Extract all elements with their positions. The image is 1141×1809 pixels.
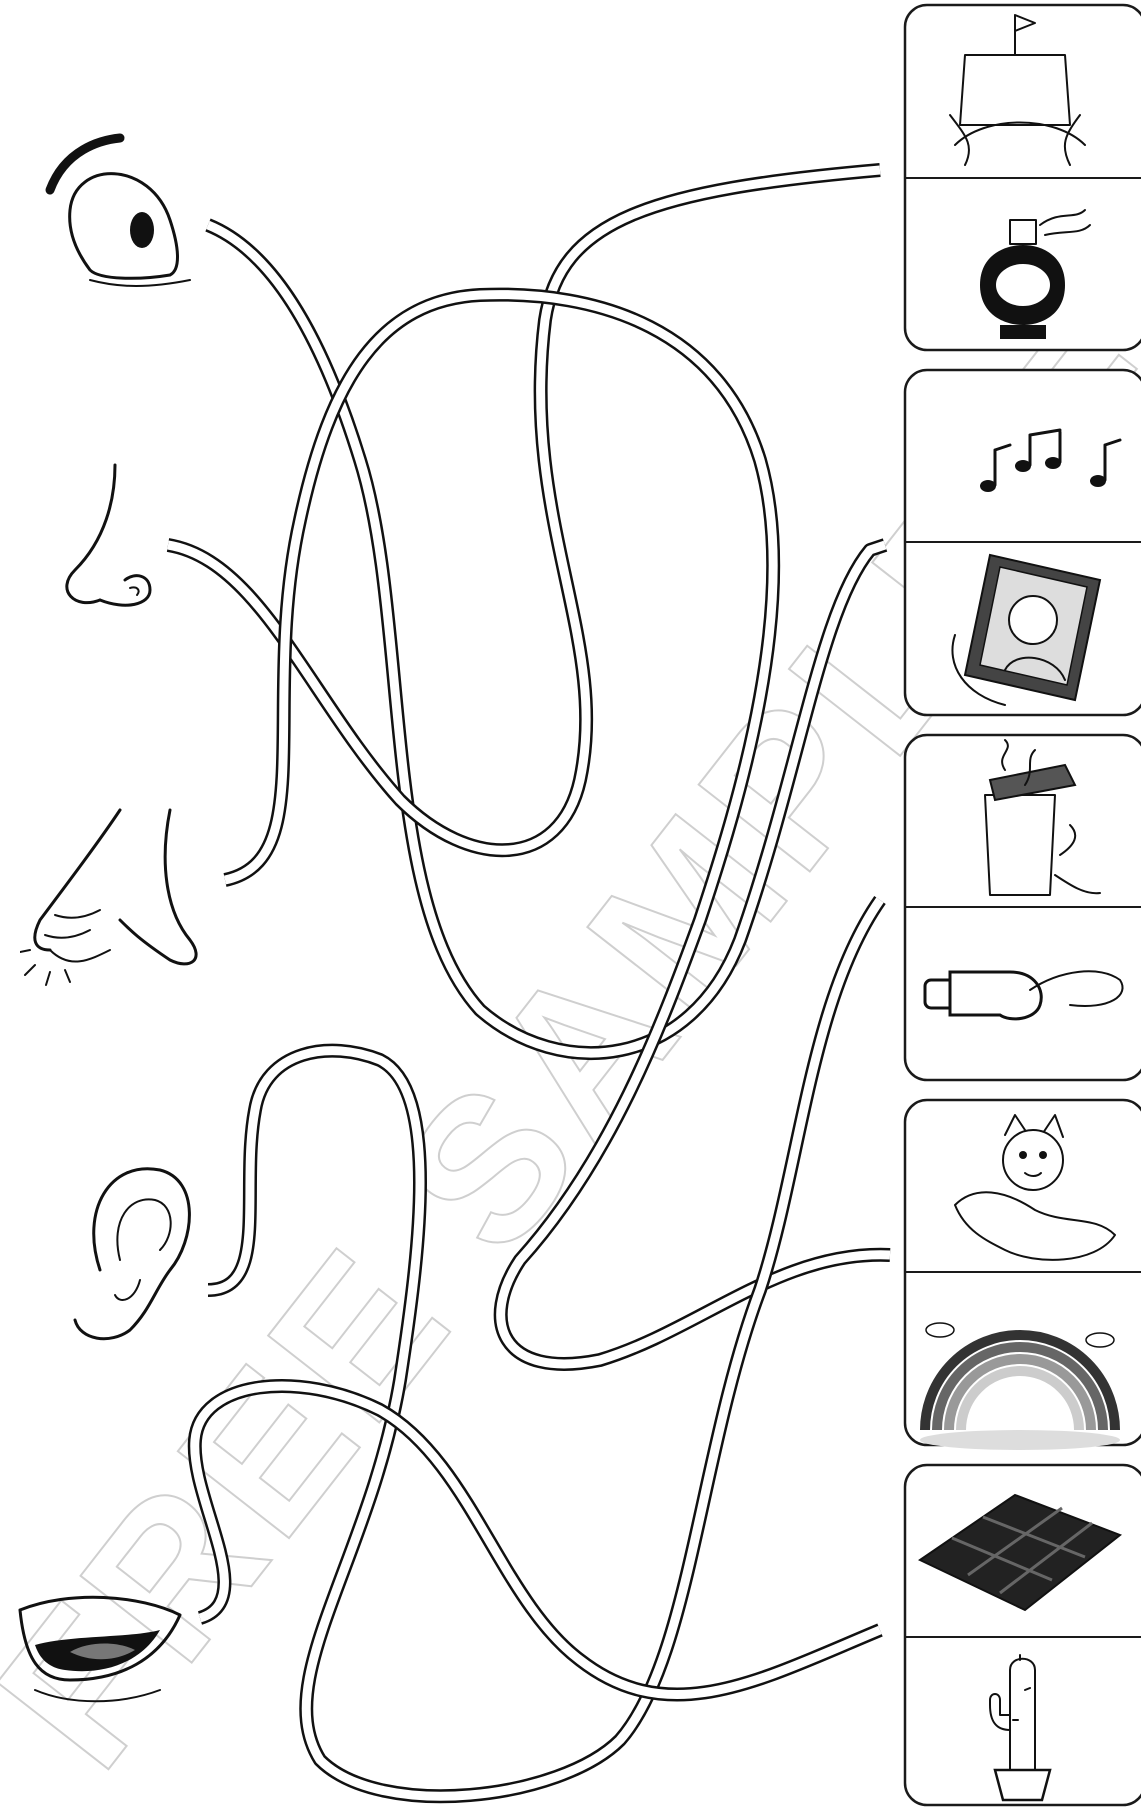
mouth-icon xyxy=(10,1570,200,1720)
picture-cards xyxy=(885,0,1141,1809)
card-pair-4 xyxy=(905,1100,1141,1450)
card-pair-2 xyxy=(905,370,1141,715)
card-pair-3 xyxy=(905,735,1141,1080)
hand-icon xyxy=(20,800,220,1000)
path-ear[interactable] xyxy=(208,900,880,1796)
nose-icon xyxy=(55,460,175,630)
eye-icon xyxy=(30,130,215,290)
path-mouth[interactable] xyxy=(195,1386,880,1695)
card-pair-5 xyxy=(905,1465,1141,1805)
card-pair-1 xyxy=(905,5,1141,350)
ear-icon xyxy=(60,1150,200,1350)
